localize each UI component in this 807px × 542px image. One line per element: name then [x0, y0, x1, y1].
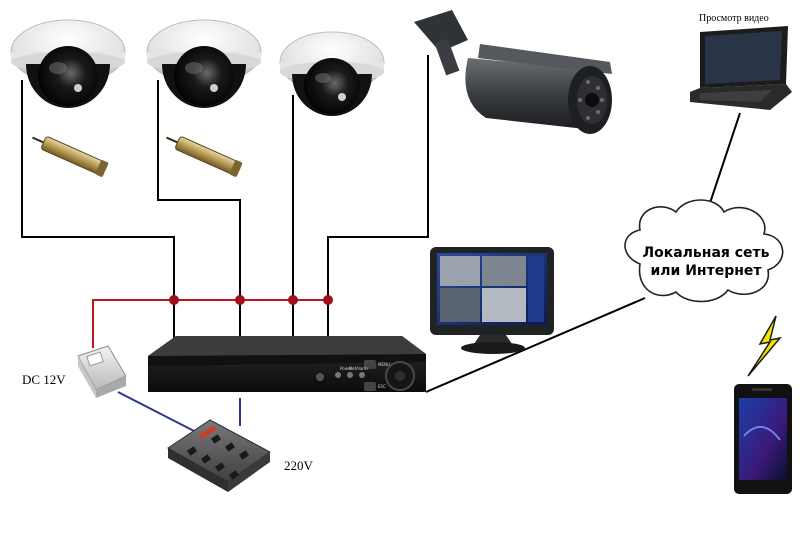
dvr-icon: Power Net Alarm MENU ESC: [148, 336, 426, 392]
power-wires: [92, 299, 328, 348]
junctions: [169, 295, 333, 305]
wire-bullet: [327, 55, 429, 338]
lightning-icon: [747, 315, 782, 377]
wire-dome-2: [157, 80, 241, 338]
dome-camera-icon: [279, 31, 385, 116]
cloud-icon: Локальная сеть или Интернет: [624, 199, 784, 303]
wire-network-to-laptop: [709, 112, 741, 204]
wire-dvr-to-network: [425, 297, 646, 393]
dome-camera-icon: [10, 19, 126, 108]
bullet-camera-icon: [414, 10, 612, 134]
dvr-button-esc: ESC: [378, 384, 386, 389]
junction-4: [323, 295, 333, 305]
smartphone-icon: [734, 384, 792, 494]
junction-3: [288, 295, 298, 305]
signal-wires: [21, 55, 741, 393]
pinhole-camera-icon: [32, 136, 109, 177]
dvr-button-power: Power: [340, 366, 352, 371]
junction-1: [169, 295, 179, 305]
dvr-button-alarm: Alarm: [356, 366, 368, 371]
junction-2: [235, 295, 245, 305]
dvr-button-menu: MENU: [378, 362, 390, 367]
wire-adapter-to-strip: [117, 391, 197, 433]
wire-dome-1: [21, 80, 175, 338]
power-adapter-icon: [77, 345, 127, 398]
wire-power-bus: [92, 299, 328, 348]
laptop-caption: Просмотр видео: [699, 13, 769, 24]
network-label-line2: или Интернет: [650, 263, 762, 279]
dome-camera-icon: [146, 19, 262, 108]
dvr-button-net: Net: [349, 366, 356, 371]
ac-voltage-label: 220V: [284, 458, 313, 473]
monitor-icon: [430, 247, 554, 354]
laptop-icon: [690, 26, 792, 110]
pinhole-camera-icon: [166, 136, 243, 177]
network-label-line1: Локальная сеть: [642, 245, 769, 261]
dc-voltage-label: DC 12V: [22, 372, 66, 387]
power-strip-icon: [167, 419, 271, 492]
mains-wires: [117, 391, 241, 433]
